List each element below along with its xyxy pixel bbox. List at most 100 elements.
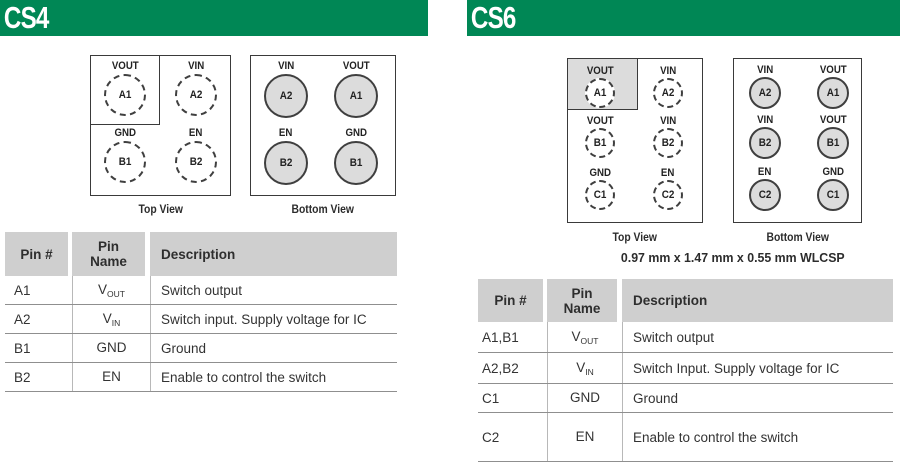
cs6-bottomview-pin-a1: VOUT A1 bbox=[801, 64, 865, 109]
table-row: C1 GND Ground bbox=[478, 384, 893, 413]
table-row: A2,B2 VIN Switch Input. Supply voltage f… bbox=[478, 353, 893, 384]
description-cell: Switch Input. Supply voltage for IC bbox=[622, 353, 893, 383]
cs4-section-title: CS4 bbox=[3, 0, 49, 35]
cs6-bottomview-pin-c1: GND C1 bbox=[801, 166, 865, 211]
pin-pad-dashed: C1 bbox=[585, 180, 615, 210]
pin-name-cell: EN bbox=[547, 413, 622, 461]
table-row: A1 VOUT Switch output bbox=[5, 276, 397, 305]
pin-pad-solid: C2 bbox=[749, 179, 781, 211]
cs6-bottomview-pin-b1: VOUT B1 bbox=[801, 114, 865, 159]
description-cell: Switch output bbox=[622, 322, 893, 352]
pin-pad-solid: B2 bbox=[749, 127, 781, 159]
pin-pad-solid: B2 bbox=[264, 141, 308, 185]
table-row: A2 VIN Switch input. Supply voltage for … bbox=[5, 305, 397, 334]
pin-function-label: VIN bbox=[659, 65, 677, 77]
cs6-topview-pin-a1: VOUT A1 bbox=[567, 65, 633, 108]
pin-pad-dashed: A2 bbox=[175, 74, 217, 116]
header-pin-name: Pin Name bbox=[547, 279, 617, 322]
pin-name-cell: GND bbox=[547, 384, 622, 412]
pin-function-label: EN bbox=[758, 166, 772, 178]
pin-function-label: EN bbox=[279, 127, 293, 139]
pin-function-label: GND bbox=[345, 127, 367, 139]
cs6-bottomview-pin-b2: VIN B2 bbox=[733, 114, 797, 159]
pin-pad-dashed: B1 bbox=[104, 141, 146, 183]
cs6-bottomview-pin-a2: VIN A2 bbox=[733, 64, 797, 109]
pin-function-label: VOUT bbox=[111, 60, 139, 72]
cs4-pin-table: Pin # Pin Name Description A1 VOUT Switc… bbox=[5, 232, 397, 392]
pin-function-label: EN bbox=[189, 127, 203, 139]
cs4-bottomview-pin-a1: VOUT A1 bbox=[321, 60, 391, 118]
header-gap bbox=[617, 279, 622, 322]
pin-function-label: GND bbox=[114, 127, 136, 139]
pin-number-cell: A1 bbox=[14, 282, 31, 298]
table-row: B1 GND Ground bbox=[5, 334, 397, 363]
pin-number-cell: A2 bbox=[14, 311, 31, 327]
pin-function-label: VIN bbox=[187, 60, 205, 72]
cs4-top-view-caption: Top View bbox=[138, 204, 183, 216]
pin-pad-solid: A2 bbox=[264, 74, 308, 118]
pin-name-cell: VIN bbox=[547, 353, 622, 383]
pin-function-label: GND bbox=[822, 166, 844, 178]
description-cell: Switch input. Supply voltage for IC bbox=[150, 305, 397, 333]
cs6-topview-pin-c1: GND C1 bbox=[567, 167, 633, 210]
cs4-bottomview-pin-b1: GND B1 bbox=[321, 127, 391, 185]
cs6-topview-pin-a2: VIN A2 bbox=[635, 65, 701, 108]
pin-pad-solid: A1 bbox=[334, 74, 378, 118]
pin-pad-dashed: B2 bbox=[175, 141, 217, 183]
cs4-bottomview-pin-a2: VIN A2 bbox=[251, 60, 321, 118]
pin-name-cell: EN bbox=[72, 363, 150, 391]
pin-function-label: EN bbox=[661, 167, 675, 179]
pin-function-label: VOUT bbox=[819, 64, 847, 76]
cs4-topview-pin-a1: VOUT A1 bbox=[90, 60, 160, 116]
pin-function-label: VIN bbox=[756, 64, 774, 76]
cs6-topview-pin-c2: EN C2 bbox=[635, 167, 701, 210]
description-cell: Ground bbox=[622, 384, 893, 412]
pin-function-label: VOUT bbox=[819, 114, 847, 126]
cs6-topview-pin-b1: VOUT B1 bbox=[567, 115, 633, 158]
description-cell: Enable to control the switch bbox=[150, 363, 397, 391]
header-description: Description bbox=[622, 279, 893, 322]
pin-pad-solid: B1 bbox=[817, 127, 849, 159]
cs6-topview-pin-b2: VIN B2 bbox=[635, 115, 701, 158]
cs6-section-title: CS6 bbox=[470, 0, 516, 35]
pin-function-label: VIN bbox=[756, 114, 774, 126]
pin-pad-dashed: A2 bbox=[653, 78, 683, 108]
pin-number-cell: C2 bbox=[482, 429, 500, 445]
header-description: Description bbox=[150, 232, 397, 276]
pin-function-label: VOUT bbox=[586, 65, 614, 77]
pin-number-cell: B1 bbox=[14, 340, 31, 356]
cs6-header-bar: CS6 bbox=[467, 0, 900, 36]
cs6-top-view-caption: Top View bbox=[612, 232, 658, 244]
table-row: C2 EN Enable to control the switch bbox=[478, 413, 893, 462]
cs4-topview-pin-b2: EN B2 bbox=[161, 127, 231, 183]
header-gap bbox=[543, 279, 547, 322]
pin-function-label: VOUT bbox=[342, 60, 370, 72]
cs4-header-bar: CS4 bbox=[0, 0, 428, 36]
pin-pad-solid: B1 bbox=[334, 141, 378, 185]
pin-name-cell: VOUT bbox=[72, 276, 150, 304]
pin-function-label: VOUT bbox=[586, 115, 614, 127]
cs4-topview-pin-a2: VIN A2 bbox=[161, 60, 231, 116]
cs4-bottomview-pin-b2: EN B2 bbox=[251, 127, 321, 185]
table-header-row: Pin # Pin Name Description bbox=[478, 279, 893, 322]
pin-number-cell: B2 bbox=[14, 369, 31, 385]
cs4-topview-pin-b1: GND B1 bbox=[90, 127, 160, 183]
pin-pad-dashed: A1 bbox=[585, 78, 615, 108]
pin-name-cell: VOUT bbox=[547, 322, 622, 352]
pin-function-label: VIN bbox=[659, 115, 677, 127]
pin-pad-dashed: B1 bbox=[585, 128, 615, 158]
description-cell: Switch output bbox=[150, 276, 397, 304]
pin-function-label: GND bbox=[589, 167, 611, 179]
pin-pad-solid: A2 bbox=[749, 77, 781, 109]
description-cell: Enable to control the switch bbox=[622, 413, 893, 461]
pin-pad-dashed: A1 bbox=[104, 74, 146, 116]
pin-number-cell: C1 bbox=[482, 390, 500, 406]
pin-number-cell: A1,B1 bbox=[482, 329, 519, 345]
pin-pad-solid: A1 bbox=[817, 77, 849, 109]
table-header-row: Pin # Pin Name Description bbox=[5, 232, 397, 276]
table-row: A1,B1 VOUT Switch output bbox=[478, 322, 893, 353]
header-pin-name: Pin Name bbox=[72, 232, 145, 276]
header-pin-number: Pin # bbox=[478, 279, 543, 322]
pin-pad-solid: C1 bbox=[817, 179, 849, 211]
